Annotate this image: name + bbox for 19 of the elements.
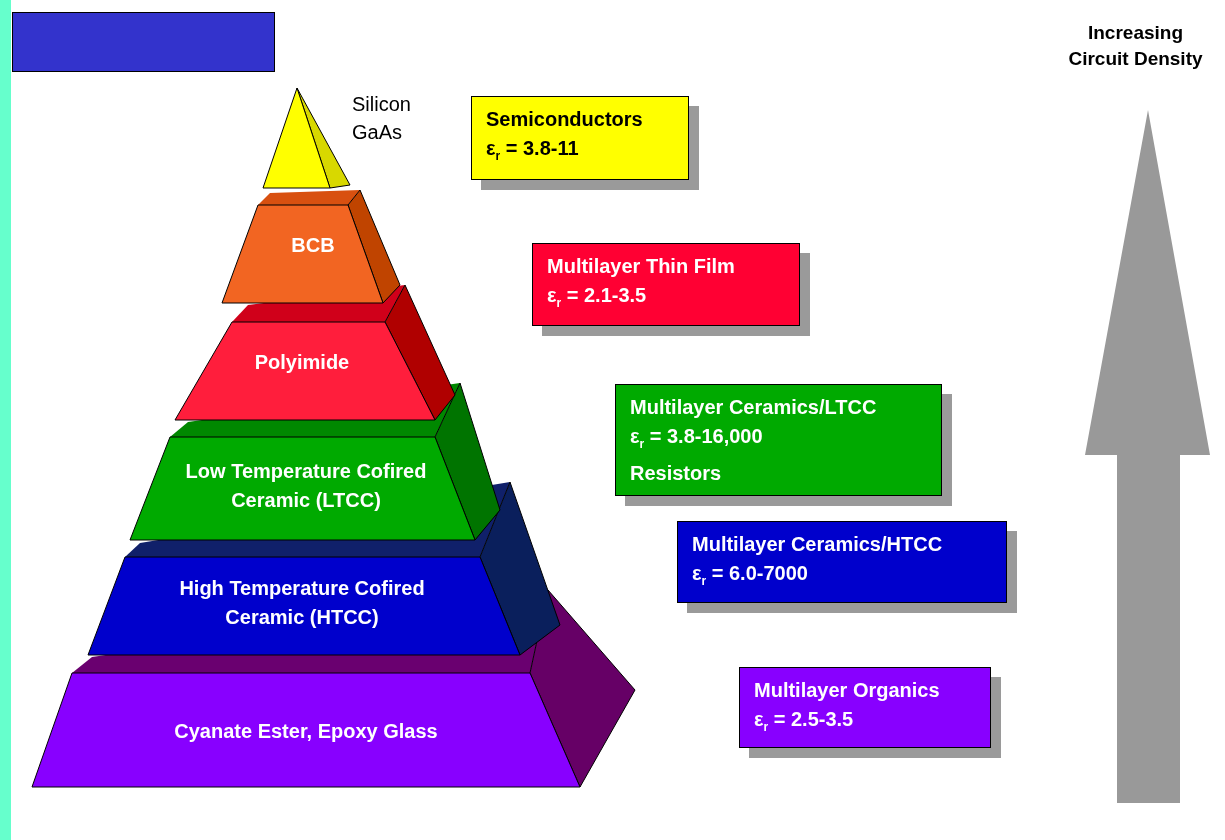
layer-label: BCB — [290, 232, 336, 258]
header-box — [12, 12, 275, 72]
layer-label: Cyanate Ester, Epoxy Glass — [173, 718, 439, 744]
box-heading: Multilayer Thin Film — [546, 254, 736, 279]
layer-label: Polyimide — [253, 349, 351, 375]
box-text: ε$_{r}$ = 6.0-7000 — [691, 561, 809, 590]
box-text: ε$_{r}$ = 2.1-3.5 — [546, 283, 648, 312]
box-text: Resistors — [629, 461, 723, 486]
box-heading: Multilayer Ceramics/LTCC — [629, 395, 878, 420]
box-text: ε$_{r}$ = 3.8-11 — [485, 136, 580, 165]
box-heading: Multilayer Ceramics/HTCC — [691, 532, 944, 557]
layer-label: High Temperature Cofired Ceramic (HTCC) — [178, 576, 426, 630]
box-heading: Semiconductors — [485, 107, 644, 132]
material-label: Silicon GaAs — [352, 92, 412, 145]
box-text: ε$_{r}$ = 2.5-3.5 — [753, 707, 855, 736]
box-heading: Multilayer Organics — [753, 678, 941, 703]
layer-label: Low Temperature Cofired Ceramic (LTCC) — [184, 459, 428, 513]
box-text: ε$_{r}$ = 3.8-16,000 — [629, 424, 764, 453]
axis-caption: Increasing Circuit Density — [1067, 21, 1204, 71]
